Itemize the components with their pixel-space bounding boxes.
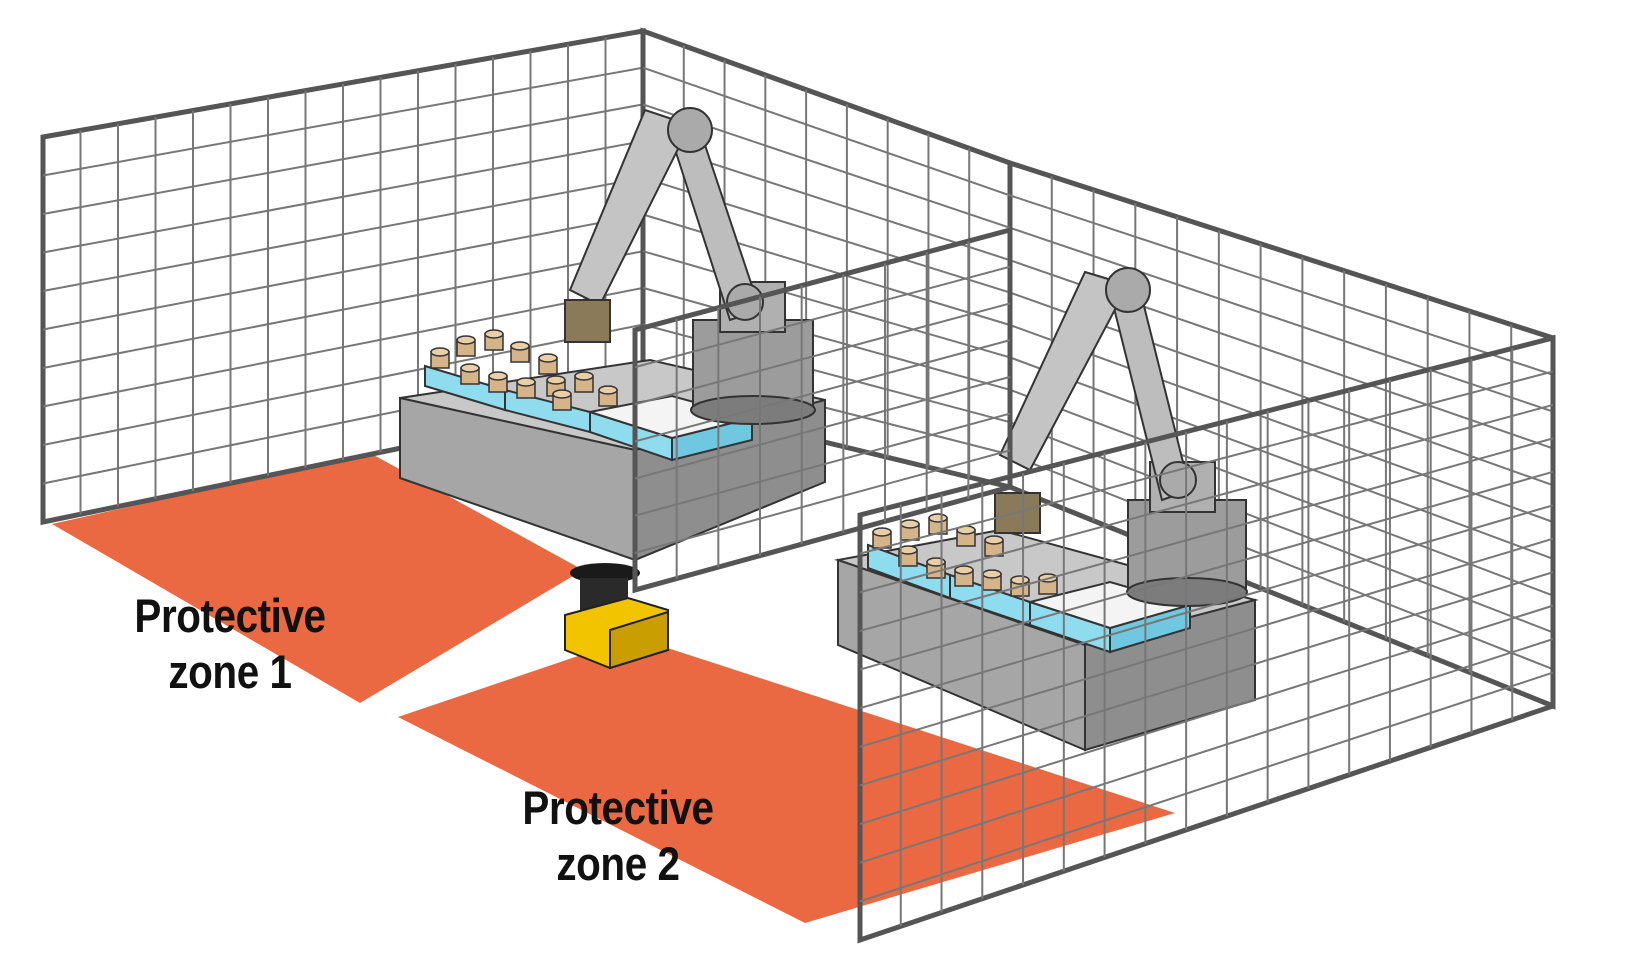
robot-arm-icon xyxy=(564,107,816,425)
workstation-2 xyxy=(834,513,1259,752)
fence-panel-front xyxy=(632,226,1556,944)
protective-zone-2-label: Protective zone 2 xyxy=(480,780,755,892)
laser-scanner-icon xyxy=(564,563,669,670)
protective-zone-2 xyxy=(398,637,1175,923)
zone-1-line1: Protective xyxy=(134,589,326,642)
zone-2-line1: Protective xyxy=(522,781,714,834)
fence-panel-back-left xyxy=(40,28,646,526)
zone-1-line2: zone 1 xyxy=(168,645,292,698)
protective-zone-1 xyxy=(52,453,583,703)
zone-2-line2: zone 2 xyxy=(556,837,680,890)
protective-zone-1-label: Protective zone 1 xyxy=(92,588,367,700)
